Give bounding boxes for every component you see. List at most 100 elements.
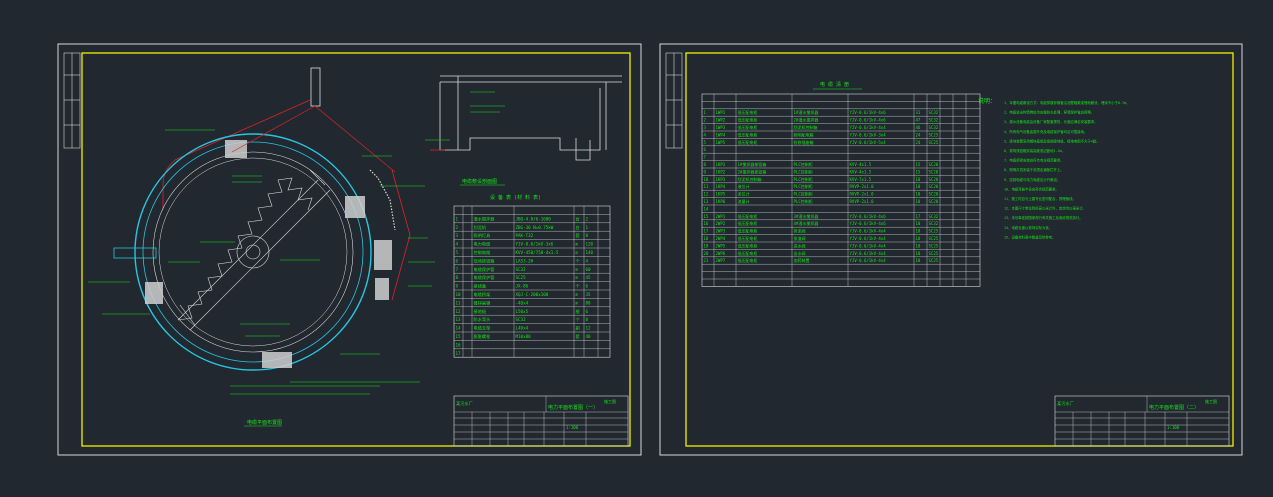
equipment-cell: SC32 (516, 317, 527, 322)
cable-cell: 31 (916, 110, 921, 115)
cable-cell: 24 (916, 140, 921, 145)
cable-cell: 2#潜水搅拌器 (794, 117, 819, 123)
cable-cell: 1WP5 (716, 140, 726, 145)
equipment-cell: 个 (576, 258, 581, 263)
equipment-cell: 4 (456, 242, 459, 247)
equipment-cell: 台 (576, 215, 580, 222)
tank-weir (152, 151, 354, 353)
cable-cell: 低压配电柜 (738, 257, 758, 263)
cable-cell: RVVP-2x1.0 (850, 192, 875, 197)
cable-cell: 10 (916, 192, 921, 197)
equipment-cell: 40 (586, 334, 592, 339)
note-line: 9、控制电缆与电力电缆应分开敷设。 (1004, 177, 1060, 182)
equipment-cell: 3 (456, 233, 459, 238)
sheet-left: 电缆平面布置图 电缆敷设剖面图 设 备 表 (材 料 表) 1潜水搅拌器JBQ-… (57, 43, 642, 456)
cable-cell: 10 (916, 184, 921, 189)
cable-cell: 1KP6 (716, 199, 726, 204)
cable-cell: 16 (704, 221, 709, 226)
cable-cell: 低压配电柜 (738, 109, 758, 115)
cable-cell: RVVP-2x1.0 (850, 199, 875, 204)
cable-cell: SC20 (929, 192, 939, 197)
cable-cell: 1KP2 (716, 169, 726, 174)
cable-cell: YJV-0.6/1kV-4x6 (850, 221, 887, 226)
cable-cell: PLC控制柜 (794, 176, 813, 182)
cable-cell: 10 (916, 251, 921, 256)
cable-cell: 47 (916, 118, 921, 123)
equipment-cell: SC32 (516, 267, 527, 272)
equipment-cell: 潜水搅拌器 (474, 215, 496, 222)
cable-cell: 加药装置 (794, 257, 810, 263)
equipment-cell: 台 (576, 224, 580, 231)
cable-cell: 10 (916, 221, 921, 226)
left-outer-frame (57, 43, 642, 456)
cable-cell: 1WP1 (716, 110, 726, 115)
equipment-cell: 防水弯头 (474, 316, 491, 323)
equipment-cell: 80 (586, 300, 592, 305)
cable-cell: SC25 (929, 132, 939, 137)
cable-cell: YJV-0.6/1kV-4x4 (850, 243, 887, 248)
cable-cell: 2WP1 (716, 214, 726, 219)
note-line: 8、照明灯具安装于池顶走道板栏杆上。 (1004, 167, 1064, 172)
cable-cell: 15 (704, 214, 709, 219)
equipment-cell: 膨胀螺栓 (474, 333, 492, 340)
cable-cell: 6 (704, 147, 707, 152)
equipment-cell: 1 (586, 225, 589, 230)
cable-cell: 刮泥机控制箱 (738, 176, 762, 182)
note-line: 12、本图尺寸单位除标高以米计外，其余均以毫米计。 (1004, 206, 1086, 211)
tank-plan: 电缆平面布置图 (88, 67, 435, 427)
note-line: 6、现场按钮箱安装高度底边距地1.2m。 (1004, 148, 1065, 153)
cable-cell: 18 (704, 236, 709, 241)
equipment-cell: 电缆桥架 (474, 291, 491, 298)
note-line: 4、所有电气设备金属外壳及电缆保护管均应可靠接地。 (1004, 129, 1087, 134)
drawing-title: 电力平面布置图（二） (1149, 404, 1199, 411)
cable-cell: KVV-4x1.5 (850, 169, 872, 174)
cable-cell: 低压配电柜 (738, 131, 758, 137)
left-inner-frame (81, 52, 631, 447)
equipment-cell: 9 (456, 284, 459, 289)
equipment-cell: PAK-T32 (516, 233, 534, 238)
equipment-cell: 16 (456, 342, 462, 347)
cable-cell: SC20 (929, 169, 939, 174)
note-line: 11、施工时应与土建专业密切配合，预埋管线。 (1004, 196, 1076, 201)
cable-cell: 低压配电柜 (738, 117, 758, 123)
cable-cell: SC32 (929, 221, 939, 226)
equipment-cell: 8 (456, 275, 459, 280)
notes-title: 说明： (978, 97, 996, 105)
cable-cell: SC20 (929, 184, 939, 189)
cable-cell: SC20 (929, 177, 939, 182)
equipment-cell: 现场按钮箱 (474, 257, 495, 264)
equipment-cell: 1 (456, 216, 459, 221)
right-inner-frame (685, 52, 1234, 447)
project-name: 某污水厂 (1057, 400, 1074, 407)
note-line: 3、潜水设备电缆由设备厂家配套提供，长度应满足安装要求。 (1004, 119, 1098, 124)
cable-riser (310, 67, 321, 107)
equipment-cell: JBQ-4.0/6-1600 (516, 216, 552, 221)
cable-cell: SC25 (929, 251, 939, 256)
cable-cell: 低压配电柜 (738, 250, 758, 256)
cable-cell: 7 (704, 155, 707, 160)
section-title: 电缆敷设剖面图 (462, 178, 497, 185)
center-column (236, 235, 270, 269)
equipment-cell: m (576, 275, 579, 280)
cable-cell: 排渣阀 (794, 235, 806, 241)
equipment-cell: SC25 (516, 275, 527, 280)
equipment-cell: 8 (586, 233, 589, 238)
cable-cell: KVV-7x1.5 (850, 177, 872, 182)
cable-cell: YJV-0.6/1kV-4x6 (850, 214, 887, 219)
cable-cell: 17 (704, 229, 709, 234)
equipment-cell: 套 (576, 333, 581, 340)
cable-cell: 10 (916, 258, 921, 263)
section-view (425, 75, 622, 161)
tank-outer-wall (134, 133, 372, 371)
equipment-cell: 副 (576, 325, 580, 332)
cable-cell: SC32 (929, 125, 939, 130)
equipment-cell: m (576, 242, 579, 247)
cable-cell: 10 (916, 177, 921, 182)
equipment-cell: 控制电缆 (474, 249, 492, 256)
cable-cell: 1WP4 (716, 132, 726, 137)
cable-cell: SC25 (929, 243, 939, 248)
equipment-cell: L40x4 (516, 326, 529, 331)
equipment-cell: -40x4 (516, 300, 529, 305)
cable-cell: 检修插座箱 (794, 139, 814, 145)
